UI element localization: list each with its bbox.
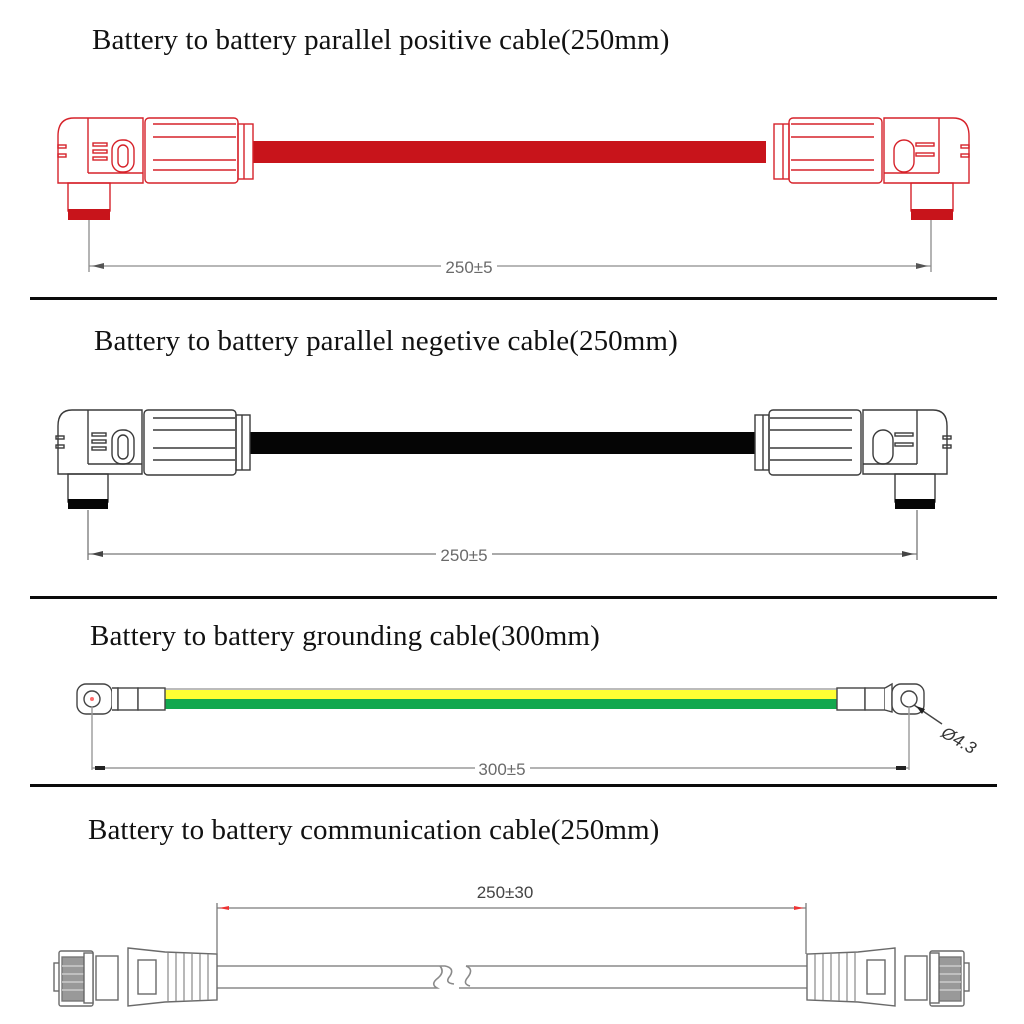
cable	[250, 432, 755, 454]
positive-cable-drawing: 250±5	[57, 117, 970, 277]
left-rj45-connector	[53, 947, 218, 1007]
cable	[253, 141, 766, 163]
section-positive-cable: Battery to battery parallel positive cab…	[0, 0, 1024, 300]
grounding-cable-drawing: 300±5 Ø4.3	[76, 682, 980, 779]
dimension-label: 300±5	[478, 760, 525, 779]
right-connector	[754, 409, 952, 509]
section-grounding-cable: Battery to battery grounding cable(300mm…	[0, 598, 1024, 788]
cable	[217, 965, 807, 989]
dimension-label: 250±5	[445, 258, 492, 277]
section-title: Battery to battery grounding cable(300mm…	[90, 620, 600, 652]
section-title: Battery to battery communication cable(2…	[88, 814, 660, 846]
left-connector	[57, 117, 254, 220]
section-title: Battery to battery parallel negetive cab…	[94, 325, 678, 357]
right-rj45-connector	[806, 947, 970, 1007]
right-connector	[773, 117, 970, 220]
left-ring-terminal	[76, 683, 166, 715]
dimension-label: 250±5	[440, 546, 487, 565]
dimension-line	[88, 220, 932, 272]
negative-cable-drawing: 250±5	[55, 409, 952, 565]
communication-cable-drawing: 250±30	[53, 883, 970, 1007]
left-connector	[55, 409, 251, 509]
cable-yellow-stripe	[165, 690, 837, 699]
dimension-label: 250±30	[477, 883, 534, 902]
right-ring-terminal	[836, 682, 925, 715]
section-negative-cable: Battery to battery parallel negetive cab…	[0, 300, 1024, 599]
cable-green-stripe	[165, 699, 837, 709]
section-divider	[30, 297, 997, 300]
hole-diameter-label: Ø4.3	[937, 723, 980, 759]
section-title: Battery to battery parallel positive cab…	[92, 24, 670, 56]
section-divider	[30, 596, 997, 599]
dimension-line	[216, 903, 807, 954]
section-divider	[30, 784, 997, 787]
section-communication-cable: Battery to battery communication cable(2…	[0, 788, 1024, 1024]
dimension-line	[91, 704, 943, 770]
dimension-line	[87, 510, 918, 560]
